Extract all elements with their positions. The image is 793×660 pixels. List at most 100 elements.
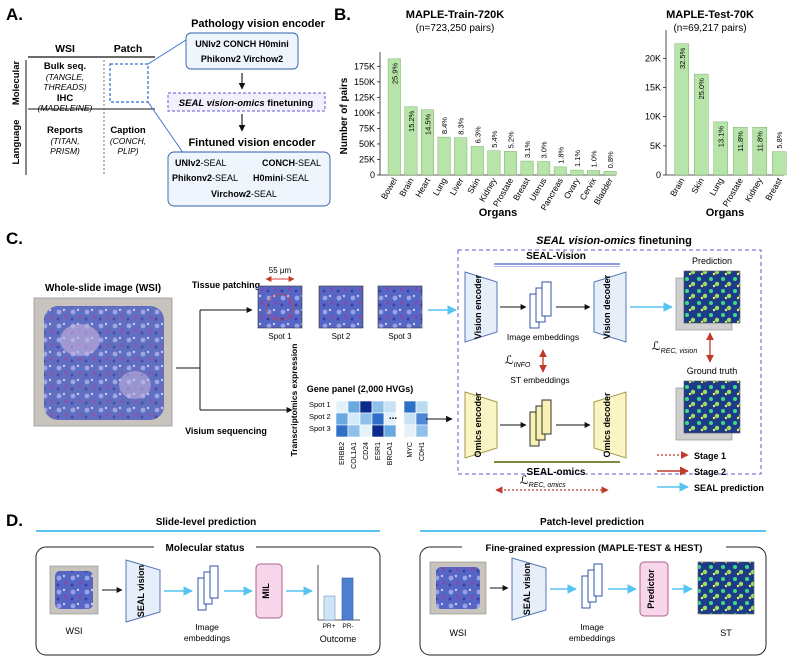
bar-brain <box>674 43 689 176</box>
patch-seal-vision-block <box>511 557 547 621</box>
visium-label: Visium sequencing <box>185 426 267 436</box>
ft-univ2: UNIv2-SEAL <box>175 158 227 168</box>
ft-h0mini: H0mini-SEAL <box>253 173 309 183</box>
y-tick-label: 150K <box>354 77 375 87</box>
slide-seal-vision-label: SEAL vision <box>136 565 146 617</box>
bar-liver <box>454 137 468 176</box>
caption-sub1: (CONCH, <box>110 136 146 146</box>
heatmap-ellipsis: ... <box>389 411 398 422</box>
patch-level-title-bg <box>462 540 726 554</box>
y-tick-label: 0 <box>370 170 375 180</box>
spot-2-label: Spt 2 <box>332 332 351 341</box>
outcome-bar-pr-pos <box>323 595 336 621</box>
data-label: 1.1% <box>573 150 582 167</box>
data-label: 14.5% <box>424 113 433 135</box>
heatmap-cell <box>383 424 397 438</box>
spot-1-label: Spot 1 <box>268 332 292 341</box>
legend-seal-prediction: SEAL prediction <box>694 483 764 493</box>
data-label: 0.8% <box>606 151 615 168</box>
ihc-sub: (MADELEINE) <box>38 103 93 113</box>
patch-image-embeddings-stack <box>581 563 603 609</box>
panel-c-header: SEAL vision-omics finetuning <box>536 235 692 247</box>
data-label: 5.2% <box>507 131 516 148</box>
category-label: Brain <box>668 176 687 198</box>
molecular-status-title: Molecular status <box>166 543 245 554</box>
ft-virchow2: Virchow2-SEAL <box>211 189 277 199</box>
bar-ovary <box>570 169 584 176</box>
vision-decoder-block <box>593 271 627 343</box>
bar-bladder <box>603 171 617 176</box>
heatmap-cell <box>403 400 417 414</box>
ihc-title: IHC <box>57 93 74 104</box>
category-label: Heart <box>413 175 432 199</box>
ground-truth-label: Ground truth <box>687 366 738 376</box>
category-label: Skin <box>689 176 706 196</box>
patch-spot-1 <box>257 285 303 329</box>
info-loss-label: ℒINFO <box>505 353 531 369</box>
row-header-molecular: Molecular <box>11 61 22 106</box>
data-label: 13.1% <box>717 126 726 148</box>
slide-seal-vision-block <box>125 559 161 623</box>
heatmap-cell <box>371 400 385 414</box>
vision-decoder-label: Vision decoder <box>602 274 612 339</box>
finetuning-label: SEAL vision-omics finetuning <box>179 98 314 109</box>
heatmap-cell <box>359 412 373 426</box>
encoder-models-line2: Phikonv2 Virchow2 <box>201 54 283 64</box>
gene-label-cd24: CD24 <box>363 442 370 460</box>
heatmap-cell <box>347 424 361 438</box>
bar-pancreas <box>553 166 567 176</box>
data-label: 5.4% <box>490 130 499 147</box>
bar-cervix <box>587 170 600 176</box>
category-label: Lung <box>431 176 449 198</box>
heatmap-row-2: Spot 2 <box>309 412 331 421</box>
legend-stage1: Stage 1 <box>694 451 726 461</box>
caption-sub2: PLIP) <box>117 146 138 156</box>
seal-framework-box <box>457 249 762 475</box>
legend-stage2: Stage 2 <box>694 467 726 477</box>
caption-title: Caption <box>110 125 146 136</box>
chart-train: MAPLE-Train-720K(n=723,250 pairs)025K50K… <box>339 9 617 219</box>
gene-label-esr1: ESR1 <box>375 442 382 460</box>
ground-truth-map <box>683 380 741 434</box>
slide-embeddings-label-2: embeddings <box>184 633 230 643</box>
omics-decoder-block <box>593 391 627 459</box>
heatmap-cell <box>359 400 373 414</box>
data-label: 3.0% <box>540 141 549 158</box>
patch-seal-vision-label: SEAL vision <box>522 563 532 615</box>
gene-label-erbb2: ERBB2 <box>339 442 346 465</box>
patch-wsi-tissue <box>436 567 480 609</box>
heatmap-cell <box>347 412 361 426</box>
y-tick-label: 125K <box>354 92 375 102</box>
predictor-block <box>639 561 669 617</box>
reports-title: Reports <box>47 125 83 136</box>
scale-bar-label: 55 μm <box>269 266 292 275</box>
col-header-wsi: WSI <box>55 43 75 55</box>
bar-lung <box>713 121 728 176</box>
chart-subtitle: (n=723,250 pairs) <box>416 23 495 34</box>
panel-a-label: A. <box>6 5 23 24</box>
bar-prostate <box>504 151 517 176</box>
heatmap-cell <box>359 424 373 438</box>
bar-lung <box>437 136 451 176</box>
empty-cell-highlight <box>109 63 149 103</box>
heatmap-cell <box>371 412 385 426</box>
connector-line <box>147 101 187 158</box>
mil-block <box>255 563 283 619</box>
panel-a-table: WSI Patch Molecular Language Bulk seq. (… <box>11 39 187 175</box>
panel-d-label: D. <box>6 511 23 530</box>
data-label: 15.2% <box>407 110 416 132</box>
fine-grained-title: Fine-grained expression (MAPLE-TEST & HE… <box>486 543 703 554</box>
data-label: 1.0% <box>590 150 599 167</box>
finetuned-box <box>167 151 331 207</box>
bar-kidney <box>752 126 767 176</box>
y-tick-label: 100K <box>354 108 375 118</box>
col-header-patch: Patch <box>114 43 143 55</box>
transcriptomics-label: Transcriptomics expression <box>289 344 299 457</box>
bar-skin <box>470 146 484 176</box>
y-tick-label: 20K <box>645 53 661 63</box>
encoder-models-line1: UNIv2 CONCH H0mini <box>195 39 289 49</box>
data-label: 8.3% <box>457 117 466 134</box>
spot-circle <box>266 293 294 321</box>
slide-wsi-tissue <box>55 571 93 609</box>
